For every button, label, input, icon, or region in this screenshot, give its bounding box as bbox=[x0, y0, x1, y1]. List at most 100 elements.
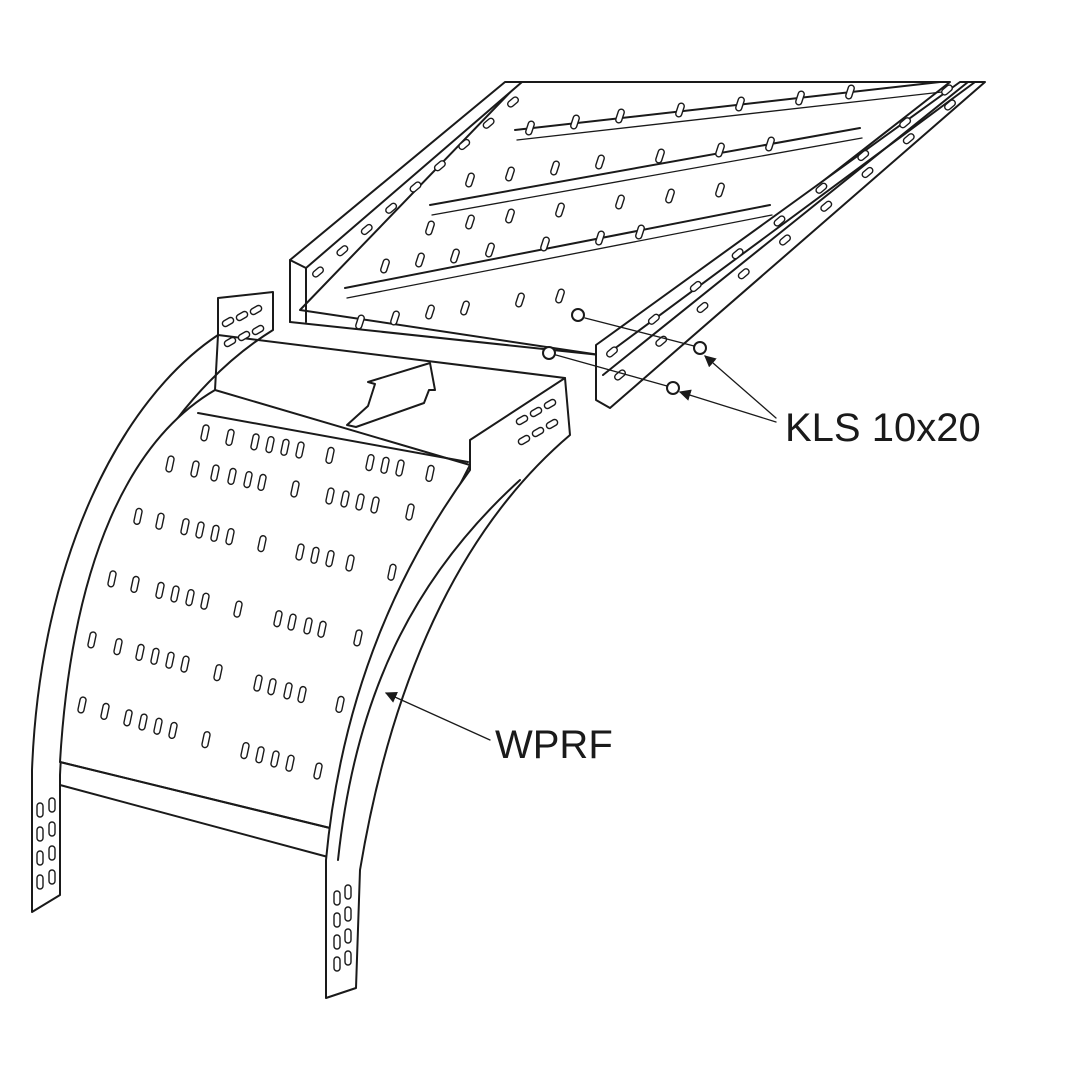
floor-slot bbox=[555, 202, 565, 218]
bend-slot bbox=[370, 496, 380, 514]
cross-rail-edge bbox=[431, 137, 863, 216]
bend-slot bbox=[285, 754, 295, 772]
bend-slot bbox=[270, 750, 280, 768]
bend-slot bbox=[303, 617, 313, 635]
side-hole bbox=[251, 324, 265, 336]
floor-slot bbox=[355, 314, 365, 330]
floor-slot bbox=[425, 304, 435, 320]
wall-hole bbox=[941, 84, 953, 96]
side-hole bbox=[344, 884, 352, 900]
wall-hole bbox=[507, 96, 519, 108]
floor-slot bbox=[845, 84, 855, 100]
floor-slot bbox=[390, 310, 400, 326]
bend-slot bbox=[355, 493, 365, 511]
floor-slot bbox=[540, 236, 550, 252]
bend-slot bbox=[325, 550, 335, 568]
bend-slot bbox=[325, 487, 335, 505]
bend-slot bbox=[165, 651, 175, 669]
wall-hole bbox=[360, 223, 373, 236]
wall-hole bbox=[861, 166, 874, 179]
wall-hole bbox=[773, 215, 786, 227]
label-kls-10x20: KLS 10x20 bbox=[785, 406, 981, 450]
bend-slot bbox=[225, 528, 235, 546]
floor-slot bbox=[715, 182, 725, 198]
side-hole bbox=[48, 845, 56, 861]
tray-cross-rails bbox=[344, 81, 943, 299]
bend-slot bbox=[168, 721, 178, 740]
bend-slot bbox=[345, 554, 355, 572]
bend-slot bbox=[150, 647, 160, 665]
floor-slot bbox=[505, 166, 515, 182]
bend-slot bbox=[233, 600, 243, 618]
side-hole bbox=[344, 928, 352, 944]
tray-left-wall bbox=[289, 81, 523, 269]
side-hole bbox=[333, 934, 341, 950]
bend-slot bbox=[227, 467, 237, 485]
side-hole bbox=[517, 434, 531, 446]
bend-slot bbox=[210, 464, 220, 482]
floor-slot bbox=[765, 136, 775, 152]
bend-slot bbox=[155, 581, 165, 599]
side-hole bbox=[543, 398, 557, 410]
bend-slot bbox=[280, 438, 290, 456]
floor-slot bbox=[550, 160, 560, 176]
side-hole bbox=[235, 310, 249, 322]
cross-rail bbox=[514, 81, 941, 131]
leader-lines bbox=[384, 355, 777, 741]
wall-hole bbox=[815, 182, 828, 194]
wall-hole bbox=[433, 160, 446, 172]
wall-hole bbox=[696, 301, 709, 314]
bend-slot bbox=[295, 441, 305, 459]
bend-slot bbox=[265, 436, 275, 454]
bolt-head bbox=[571, 308, 585, 322]
floor-slot bbox=[735, 96, 745, 112]
floor-slot bbox=[595, 230, 605, 246]
side-hole bbox=[36, 874, 44, 890]
cross-rail-edge bbox=[346, 214, 773, 299]
bend-side-holes bbox=[36, 304, 559, 972]
bend-slot bbox=[387, 563, 397, 581]
side-hole bbox=[529, 406, 543, 418]
bend-slot bbox=[380, 456, 390, 474]
side-hole bbox=[515, 414, 529, 426]
floor-slot bbox=[450, 248, 460, 264]
wall-hole bbox=[336, 245, 349, 257]
bend-slot bbox=[133, 507, 143, 525]
floor-slot bbox=[795, 90, 805, 106]
bend-slot bbox=[310, 546, 320, 564]
floor-slot bbox=[460, 300, 470, 316]
assembly-direction-arrow bbox=[346, 362, 436, 428]
bend-slot bbox=[180, 655, 190, 673]
nuts bbox=[555, 317, 707, 395]
side-hole bbox=[48, 821, 56, 837]
bend-slot bbox=[77, 696, 87, 714]
floor-slot bbox=[595, 154, 605, 170]
bend-slot bbox=[170, 585, 180, 603]
bend-slot bbox=[335, 695, 345, 713]
wall-hole bbox=[944, 99, 956, 111]
bend-slot bbox=[138, 713, 148, 731]
bend-slot bbox=[225, 428, 235, 446]
floor-slot bbox=[505, 208, 515, 224]
tray-wall-holes bbox=[312, 84, 956, 381]
bend-slot bbox=[273, 610, 283, 628]
bend-slot bbox=[317, 620, 327, 638]
floor-slot bbox=[570, 114, 580, 130]
floor-slot bbox=[675, 102, 685, 118]
wall-hole bbox=[458, 138, 471, 151]
side-hole bbox=[221, 316, 235, 328]
wall-hole bbox=[899, 117, 912, 129]
bend-slot bbox=[185, 589, 195, 607]
bend-slot bbox=[253, 674, 263, 692]
bend-slot bbox=[210, 524, 220, 542]
vertical-bend-wprf bbox=[31, 291, 571, 999]
straight-cable-tray bbox=[289, 81, 986, 409]
floor-slot bbox=[425, 220, 435, 236]
wall-hole bbox=[779, 234, 791, 246]
bend-slot bbox=[213, 664, 223, 682]
leader-wprf bbox=[384, 692, 491, 741]
floor-slot bbox=[515, 292, 525, 308]
bend-slot bbox=[267, 678, 277, 696]
leader-kls-lower bbox=[678, 389, 777, 423]
